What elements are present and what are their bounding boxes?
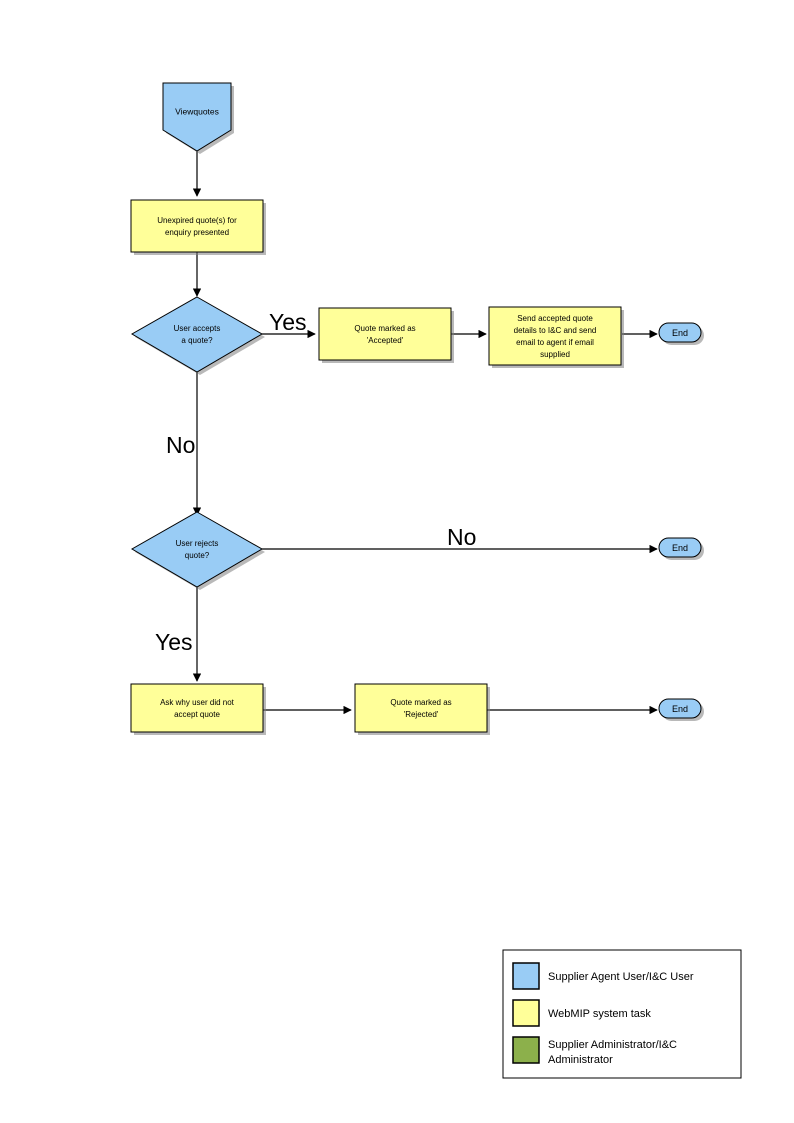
node-end-2-shape [658, 537, 702, 558]
node-marked-accepted-label-line1: Quote marked as [354, 324, 415, 333]
node-accepts[interactable]: User accepts a quote? [130, 296, 265, 375]
node-accepts-label-line2: a quote? [181, 336, 213, 345]
node-end-1-label: End [672, 328, 688, 338]
node-start-label: Viewquotes [175, 106, 219, 116]
node-send-accepted[interactable]: Send accepted quote details to I&C and s… [488, 306, 624, 368]
node-marked-rejected[interactable]: Quote marked as 'Rejected' [354, 683, 490, 735]
node-unexpired-label-line1: Unexpired quote(s) for [157, 216, 237, 225]
node-rejects[interactable]: User rejects quote? [130, 511, 265, 590]
node-send-accepted-label-line1: Send accepted quote [517, 314, 593, 323]
node-unexpired[interactable]: Unexpired quote(s) for enquiry presented [130, 199, 266, 255]
node-start-shape [162, 82, 232, 152]
edge-label-accepts-yes: Yes [269, 309, 307, 335]
node-end-2[interactable]: End [658, 537, 704, 560]
node-rejects-label-line1: User rejects [176, 539, 219, 548]
node-rejects-shape [130, 511, 264, 588]
node-ask-why-label-line2: accept quote [174, 710, 220, 719]
legend: Supplier Agent User/I&C User WebMIP syst… [502, 949, 742, 1079]
legend-border [502, 949, 742, 1079]
node-marked-accepted-label-line2: 'Accepted' [367, 336, 404, 345]
node-end-2-label: End [672, 543, 688, 553]
node-marked-rejected-shape [354, 683, 488, 733]
node-end-1-shape [658, 322, 702, 343]
node-ask-why-label-line1: Ask why user did not [160, 698, 235, 707]
node-unexpired-shape [130, 199, 264, 253]
node-start[interactable]: Viewquotes [162, 82, 234, 154]
legend-swatch-admin [512, 1036, 540, 1064]
node-marked-rejected-label-line2: 'Rejected' [404, 710, 439, 719]
node-unexpired-label-line2: enquiry presented [165, 228, 229, 237]
node-accepts-label-line1: User accepts [174, 324, 221, 333]
legend-label-admin-line2: Administrator [548, 1054, 613, 1066]
node-send-accepted-label-line4: supplied [540, 350, 570, 359]
edge-label-rejects-no: No [447, 524, 476, 550]
node-end-3[interactable]: End [658, 698, 704, 721]
node-send-accepted-shape [488, 306, 622, 366]
edge-label-layer: Yes No No Yes [155, 309, 476, 655]
legend-swatch-actor [512, 962, 540, 990]
legend-label-admin-line1: Supplier Administrator/I&C [548, 1039, 677, 1051]
connector-layer [192, 150, 658, 715]
legend-swatch-system [512, 999, 540, 1027]
legend-label-system: WebMIP system task [548, 1008, 651, 1020]
node-end-3-shape [658, 698, 702, 719]
node-end-3-label: End [672, 704, 688, 714]
node-send-accepted-label-line2: details to I&C and send [514, 326, 597, 335]
node-end-1[interactable]: End [658, 322, 704, 345]
edge-label-accepts-no: No [166, 432, 195, 458]
node-send-accepted-label-line3: email to agent if email [516, 338, 594, 347]
node-marked-accepted-shape [318, 307, 452, 361]
edge-label-rejects-yes: Yes [155, 629, 193, 655]
legend-label-actor: Supplier Agent User/I&C User [548, 971, 694, 983]
node-ask-why[interactable]: Ask why user did not accept quote [130, 683, 266, 735]
node-ask-why-shape [130, 683, 264, 733]
node-marked-rejected-label-line1: Quote marked as [390, 698, 451, 707]
node-marked-accepted[interactable]: Quote marked as 'Accepted' [318, 307, 454, 363]
node-rejects-label-line2: quote? [185, 551, 210, 560]
node-accepts-shape [130, 296, 264, 373]
